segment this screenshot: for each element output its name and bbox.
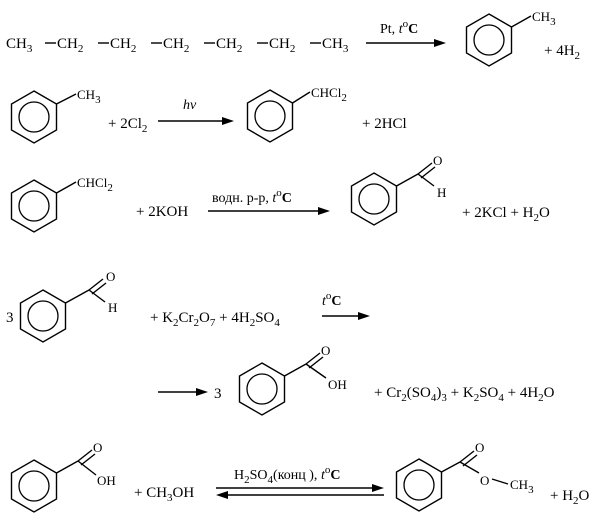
svg-text:H: H	[108, 300, 117, 315]
reaction-1: CH3 CH2 CH2 CH2 CH2 CH2 CH3 Pt, toC CH3 …	[6, 9, 580, 67]
svg-text:CHCl2: CHCl2	[77, 175, 113, 194]
water-coproduct: + H2O	[550, 488, 590, 507]
dichromate-reagents: + K2Cr2O7 + 4H2SO4	[150, 310, 280, 329]
svg-text:CH2: CH2	[57, 36, 83, 55]
toluene-reactant: CH3	[10, 87, 101, 144]
equilibrium-arrows	[216, 484, 384, 499]
condition-label: водн. р-р, toC	[212, 187, 292, 206]
condition-label: hv	[183, 98, 197, 113]
svg-text:H: H	[437, 185, 446, 200]
kcl-water-coproducts: + 2KCl + H2O	[462, 205, 550, 224]
svg-text:OH: OH	[97, 473, 116, 488]
benzaldehyde-reactant: O H	[19, 269, 117, 343]
reaction-arrow	[322, 312, 370, 320]
svg-text:CH2: CH2	[216, 36, 242, 55]
svg-text:O: O	[475, 440, 484, 455]
chromium-sulfate-coproducts: + Cr2(SO4)3 + K2SO4 + 4H2O	[374, 385, 555, 404]
reaction-arrow	[208, 207, 330, 215]
condition-label: Pt, toC	[380, 18, 418, 37]
hcl-coproduct: + 2HCl	[362, 116, 407, 132]
svg-text:CH3: CH3	[532, 9, 556, 28]
heptane-formula: CH3 CH2 CH2 CH2 CH2 CH2 CH3	[6, 36, 349, 55]
svg-text:CH2: CH2	[269, 36, 295, 55]
methanol-reagent: + CH3OH	[134, 485, 194, 504]
svg-text:O: O	[433, 153, 442, 168]
continuation-arrow	[158, 388, 208, 396]
svg-text:CH2: CH2	[110, 36, 136, 55]
svg-text:OH: OH	[328, 377, 347, 392]
benzaldehyde-product: O H	[350, 153, 446, 226]
hydrogen-coproduct: + 4H2	[544, 43, 580, 62]
svg-text:CH2: CH2	[163, 36, 189, 55]
coefficient: 3	[6, 310, 14, 326]
toluene-product: CH3	[465, 9, 556, 67]
condition-label: toC	[322, 290, 342, 309]
reaction-2: CH3 + 2Cl2 hv CHCl2 + 2HCl	[10, 85, 407, 144]
reaction-5: O OH + CH3OH H2SO4(конц ), toC O O CH3 +…	[10, 440, 590, 513]
svg-text:CH3: CH3	[322, 36, 349, 55]
svg-text:O: O	[93, 440, 102, 455]
benzal-chloride-reactant: CHCl2	[10, 175, 113, 233]
condition-label: H2SO4(конц ), toC	[234, 464, 340, 486]
reaction-arrow	[366, 39, 446, 47]
svg-text:CH3: CH3	[77, 87, 101, 106]
svg-text:CH3: CH3	[6, 36, 33, 55]
koh-reagent: + 2KOH	[136, 204, 188, 220]
svg-text:CH3: CH3	[510, 477, 534, 496]
svg-text:O: O	[106, 269, 115, 284]
benzoic-acid-reactant: O OH	[10, 440, 116, 513]
reaction-3: CHCl2 + 2KOH водн. р-р, toC O H + 2KCl +…	[10, 153, 550, 233]
reaction-arrow	[158, 117, 234, 125]
reaction-4: 3 O H + K2Cr2O7 + 4H2SO4 toC 3 O	[6, 269, 555, 416]
product-coefficient: 3	[214, 386, 222, 402]
svg-text:O: O	[321, 343, 330, 358]
svg-text:O: O	[480, 473, 489, 488]
benzal-chloride-product: CHCl2	[246, 85, 347, 143]
svg-text:CHCl2: CHCl2	[311, 85, 347, 104]
benzoic-acid-product: O OH	[238, 343, 347, 416]
methyl-benzoate-product: O O CH3	[395, 440, 534, 512]
chlorine-reagent: + 2Cl2	[108, 116, 147, 135]
